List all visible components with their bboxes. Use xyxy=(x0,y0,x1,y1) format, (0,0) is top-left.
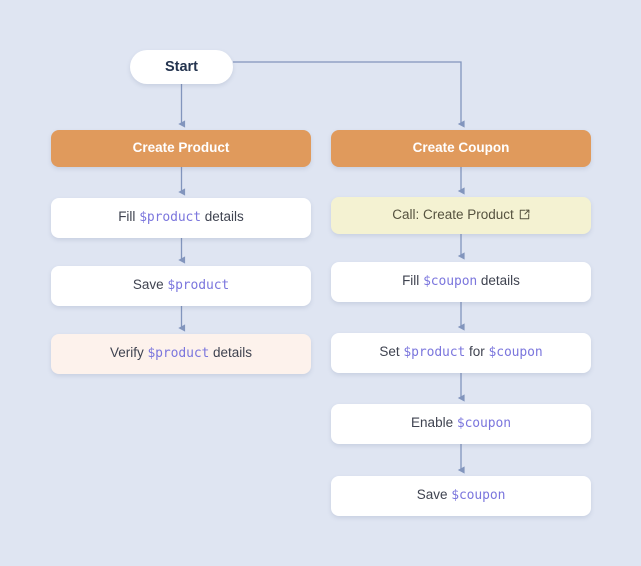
variable-token: $coupon xyxy=(451,488,506,504)
label-fragment: details xyxy=(201,209,244,225)
variable-token: $coupon xyxy=(456,416,511,432)
label-fragment: details xyxy=(477,273,520,289)
label-fragment: Create Coupon xyxy=(412,140,510,156)
variable-token: $coupon xyxy=(423,274,478,290)
node-call-create-product[interactable]: Call: Create Product xyxy=(331,197,591,234)
label-fragment: details xyxy=(209,345,253,361)
node-save-coupon[interactable]: Save $coupon xyxy=(331,476,591,516)
node-label: Fill $product details xyxy=(118,209,244,226)
node-verify-product-details[interactable]: Verify $product details xyxy=(51,334,311,374)
node-label: Save $coupon xyxy=(417,487,506,504)
node-save-product[interactable]: Save $product xyxy=(51,266,311,306)
node-label: Call: Create Product xyxy=(392,207,530,224)
label-fragment: Enable xyxy=(411,415,457,431)
node-label: Create Coupon xyxy=(413,140,510,157)
node-label: Save $product xyxy=(133,277,229,294)
node-create-product[interactable]: Create Product xyxy=(51,130,311,167)
label-fragment: Fill xyxy=(118,209,140,225)
label-fragment: for xyxy=(465,344,489,360)
node-label: Start xyxy=(165,58,198,76)
label-fragment: Save xyxy=(416,487,452,503)
variable-token: $product xyxy=(403,345,466,361)
label-fragment: Create Product xyxy=(132,140,230,156)
node-label: Create Product xyxy=(133,140,230,157)
node-label: Fill $coupon details xyxy=(402,273,520,290)
label-fragment: Save xyxy=(132,277,168,293)
edge-start-create-coupon xyxy=(233,61,465,128)
node-set-product-for-coupon[interactable]: Set $product for $coupon xyxy=(331,333,591,373)
label-fragment: Start xyxy=(164,58,199,75)
node-create-coupon[interactable]: Create Coupon xyxy=(331,130,591,167)
node-enable-coupon[interactable]: Enable $coupon xyxy=(331,404,591,444)
node-fill-coupon-details[interactable]: Fill $coupon details xyxy=(331,262,591,302)
label-fragment: Verify xyxy=(109,345,148,361)
variable-token: $coupon xyxy=(488,345,543,361)
label-fragment: Set xyxy=(379,344,404,360)
label-fragment: Fill xyxy=(402,273,424,289)
variable-token: $product xyxy=(167,278,230,294)
node-label: Enable $coupon xyxy=(411,415,511,432)
node-label: Set $product for $coupon xyxy=(379,344,542,361)
variable-token: $product xyxy=(139,210,202,226)
node-start[interactable]: Start xyxy=(130,50,233,84)
external-link-icon[interactable] xyxy=(519,209,530,220)
variable-token: $product xyxy=(147,346,210,362)
node-fill-product-details[interactable]: Fill $product details xyxy=(51,198,311,238)
label-fragment: Call: Create Product xyxy=(392,207,514,223)
node-label: Verify $product details xyxy=(110,345,252,362)
